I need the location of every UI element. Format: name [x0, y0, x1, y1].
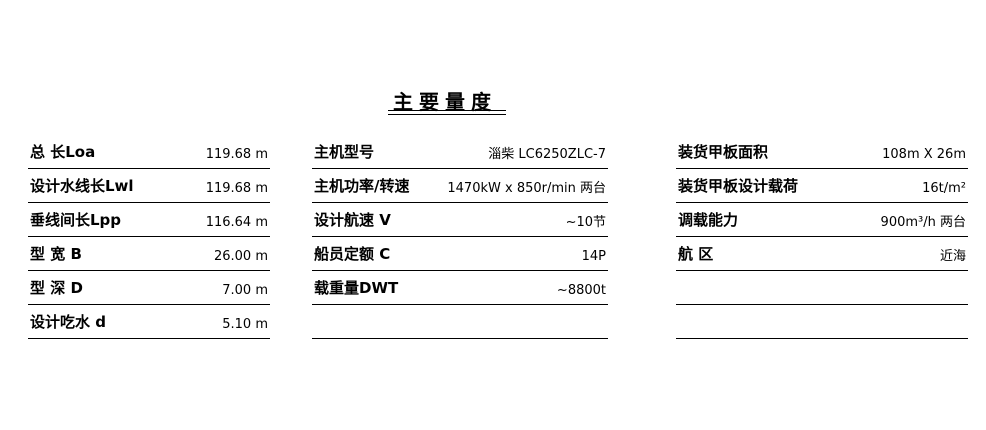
table-row: 设计吃水 d 5.10 m: [28, 305, 270, 339]
table-row: 型 深 D 7.00 m: [28, 271, 270, 305]
row-label: 船员定额 C: [314, 245, 391, 263]
table-row: [676, 305, 968, 339]
table-row: 主机型号 淄柴 LC6250ZLC-7: [312, 135, 608, 169]
table-row: 装货甲板设计载荷 16t/m²: [676, 169, 968, 203]
row-label: 型 宽 B: [30, 245, 82, 263]
row-label: 调载能力: [678, 211, 739, 229]
row-label: 装货甲板面积: [678, 143, 769, 161]
row-label: 装货甲板设计载荷: [678, 177, 799, 195]
table-row: [312, 305, 608, 339]
row-label: 载重量DWT: [314, 279, 399, 297]
row-value: 108m X 26m: [882, 147, 966, 162]
table-row: [676, 271, 968, 305]
row-label: 设计航速 V: [314, 211, 391, 229]
row-value: 119.68 m: [205, 147, 268, 162]
table-row: 型 宽 B 26.00 m: [28, 237, 270, 271]
row-value: 淄柴 LC6250ZLC-7: [488, 147, 606, 162]
row-label: 主机型号: [314, 143, 375, 161]
title-underline-lower: [388, 114, 506, 115]
row-value: 14P: [581, 249, 606, 264]
row-value: 5.10 m: [222, 317, 268, 332]
cargo-column: 装货甲板面积 108m X 26m 装货甲板设计载荷 16t/m² 调载能力 9…: [676, 135, 968, 339]
title-underline-upper: [388, 110, 506, 111]
machinery-column: 主机型号 淄柴 LC6250ZLC-7 主机功率/转速 1470kW x 850…: [312, 135, 608, 339]
row-label: 航 区: [678, 245, 714, 263]
table-row: 总 长Loa 119.68 m: [28, 135, 270, 169]
row-value: 900m³/h 两台: [880, 215, 966, 230]
table-row: 主机功率/转速 1470kW x 850r/min 两台: [312, 169, 608, 203]
table-row: 载重量DWT ~8800t: [312, 271, 608, 305]
row-label: 主机功率/转速: [314, 177, 410, 195]
table-row: 设计航速 V ~10节: [312, 203, 608, 237]
row-value: 16t/m²: [922, 181, 966, 196]
dimensions-column: 总 长Loa 119.68 m 设计水线长Lwl 119.68 m 垂线间长Lp…: [28, 135, 270, 339]
row-value: 119.68 m: [205, 181, 268, 196]
table-row: 垂线间长Lpp 116.64 m: [28, 203, 270, 237]
table-row: 航 区 近海: [676, 237, 968, 271]
row-label: 垂线间长Lpp: [30, 211, 122, 229]
row-label: 型 深 D: [30, 279, 83, 297]
row-value: 26.00 m: [213, 249, 268, 264]
table-row: 调载能力 900m³/h 两台: [676, 203, 968, 237]
table-row: 设计水线长Lwl 119.68 m: [28, 169, 270, 203]
row-value: 近海: [939, 249, 966, 264]
row-label: 设计水线长Lwl: [30, 177, 134, 195]
row-label: 设计吃水 d: [30, 313, 106, 331]
row-value: 7.00 m: [222, 283, 268, 298]
row-value: 1470kW x 850r/min 两台: [447, 181, 606, 196]
row-label: 总 长Loa: [30, 143, 96, 161]
row-value: 116.64 m: [205, 215, 268, 230]
row-value: ~10节: [565, 215, 606, 230]
table-row: 船员定额 C 14P: [312, 237, 608, 271]
table-row: 装货甲板面积 108m X 26m: [676, 135, 968, 169]
row-value: ~8800t: [556, 283, 606, 298]
